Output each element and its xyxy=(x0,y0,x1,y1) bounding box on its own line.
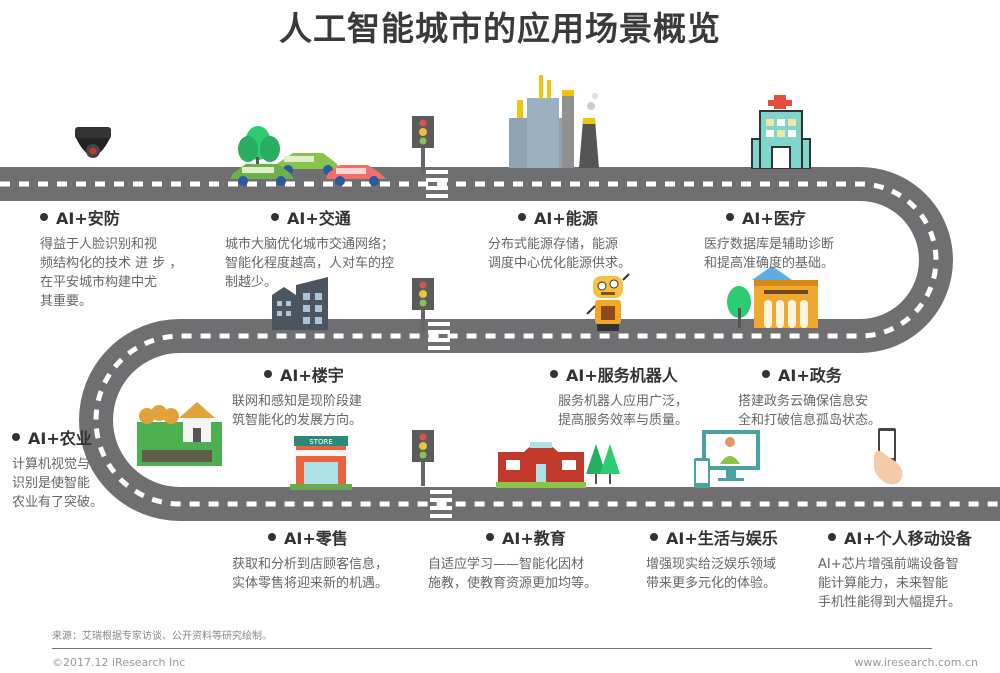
scenario-title: AI+医疗 xyxy=(742,209,806,228)
footer-divider xyxy=(52,648,932,649)
scenario-description: 服务机器人应用广泛， 提高服务效率与质量。 xyxy=(558,394,689,428)
scenario-description: 联网和感知是现阶段建 筑智能化的发展方向。 xyxy=(232,394,363,428)
government-building-icon xyxy=(727,266,818,328)
monitor-entertainment-icon xyxy=(694,430,760,488)
security-camera-icon xyxy=(75,127,111,158)
scenario-medical: AI+医疗 医疗数据库是辅助诊断 和提高准确度的基础。 xyxy=(704,205,834,273)
scenario-description: 计算机视觉与 识别是使智能 农业有了突破。 xyxy=(12,457,104,510)
copyright: ©2017.12 iResearch Inc xyxy=(52,656,186,669)
scenario-mobile-device: AI+个人移动设备 AI+芯片增强前端设备智 能计算能力，未来智能 手机性能得到… xyxy=(818,525,972,612)
bullet-icon xyxy=(271,213,279,221)
scenario-energy: AI+能源 分布式能源存储，能源 调度中心优化能源供求。 xyxy=(488,205,631,273)
scenario-education: AI+教育 自适应学习——智能化因材 施教，使教育资源更加均等。 xyxy=(428,525,597,593)
school-icon xyxy=(496,442,586,488)
source-note: 来源：艾瑞根据专家访谈、公开资料等研究绘制。 xyxy=(52,631,272,642)
bullet-icon xyxy=(650,533,658,541)
scenario-title: AI+政务 xyxy=(778,366,842,385)
bullet-icon xyxy=(264,370,272,378)
scenario-title: AI+农业 xyxy=(28,429,92,448)
bullet-icon xyxy=(518,213,526,221)
bullet-icon xyxy=(726,213,734,221)
traffic-light-icon xyxy=(412,430,434,486)
pine-trees-icon xyxy=(586,444,620,484)
smartphone-hand-icon xyxy=(874,428,903,485)
website-link[interactable]: www.iresearch.com.cn xyxy=(854,656,978,669)
scenario-title: AI+教育 xyxy=(502,529,566,548)
scenario-government: AI+政务 搭建政务云确保信息安 全和打破信息孤岛状态。 xyxy=(738,362,881,430)
scenario-description: 分布式能源存储，能源 调度中心优化能源供求。 xyxy=(488,237,632,271)
scenario-entertainment: AI+生活与娱乐 增强现实给泛娱乐领域 带来更多元化的体验。 xyxy=(646,525,778,593)
scenario-agriculture: AI+农业 计算机视觉与 识别是使智能 农业有了突破。 xyxy=(12,425,103,512)
scenario-description: 得益于人脸识别和视 频结构化的技术 进 步 ， 在平安城市构建中尤 其重要。 xyxy=(40,237,183,309)
crosswalk xyxy=(426,170,452,518)
scenario-title: AI+服务机器人 xyxy=(566,366,678,385)
farm-icon xyxy=(137,402,222,466)
scenario-description: 医疗数据库是辅助诊断 和提高准确度的基础。 xyxy=(704,237,835,271)
scenario-description: 自适应学习——智能化因材 施教，使教育资源更加均等。 xyxy=(428,557,598,591)
scenario-security: AI+安防 得益于人脸识别和视 频结构化的技术 进 步 ， 在平安城市构建中尤 … xyxy=(40,205,182,311)
scenario-title: AI+安防 xyxy=(56,209,120,228)
bullet-icon xyxy=(828,533,836,541)
scenario-title: AI+生活与娱乐 xyxy=(666,529,778,548)
traffic-light-icon xyxy=(412,116,434,172)
scenario-description: 城市大脑优化城市交通网络； 智能化程度越高，人对车的控 制越少。 xyxy=(225,237,395,290)
scenario-description: AI+芯片增强前端设备智 能计算能力，未来智能 手机性能得到大幅提升。 xyxy=(818,557,962,610)
scenario-description: 搭建政务云确保信息安 全和打破信息孤岛状态。 xyxy=(738,394,882,428)
bullet-icon xyxy=(486,533,494,541)
hospital-icon xyxy=(751,95,811,169)
scenario-building: AI+楼宇 联网和感知是现阶段建 筑智能化的发展方向。 xyxy=(232,362,362,430)
store-icon: STORE xyxy=(290,436,352,490)
scenario-title: AI+个人移动设备 xyxy=(844,529,972,548)
bullet-icon xyxy=(268,533,276,541)
scenario-retail: AI+零售 获取和分析到店顾客信息， 实体零售将迎来新的机遇。 xyxy=(232,525,388,593)
bullet-icon xyxy=(40,213,48,221)
traffic-light-icon xyxy=(412,278,434,334)
scenario-description: 增强现实给泛娱乐领域 带来更多元化的体验。 xyxy=(646,557,777,591)
scenario-title: AI+楼宇 xyxy=(280,366,344,385)
scenario-service-robot: AI+服务机器人 服务机器人应用广泛， 提高服务效率与质量。 xyxy=(550,362,689,430)
scenario-description: 获取和分析到店顾客信息， 实体零售将迎来新的机遇。 xyxy=(232,557,389,591)
factory-icon xyxy=(509,75,599,168)
bullet-icon xyxy=(12,433,20,441)
robot-icon xyxy=(586,273,630,331)
scenario-title: AI+能源 xyxy=(534,209,598,228)
scenario-title: AI+零售 xyxy=(284,529,348,548)
bullet-icon xyxy=(550,370,558,378)
page-title: 人工智能城市的应用场景概览 xyxy=(279,9,721,48)
bullet-icon xyxy=(762,370,770,378)
scenario-title: AI+交通 xyxy=(287,209,351,228)
cars-icon xyxy=(230,126,386,186)
buildings-icon xyxy=(272,277,328,330)
store-sign: STORE xyxy=(309,438,333,446)
scenario-traffic: AI+交通 城市大脑优化城市交通网络； 智能化程度越高，人对车的控 制越少。 xyxy=(225,205,394,292)
